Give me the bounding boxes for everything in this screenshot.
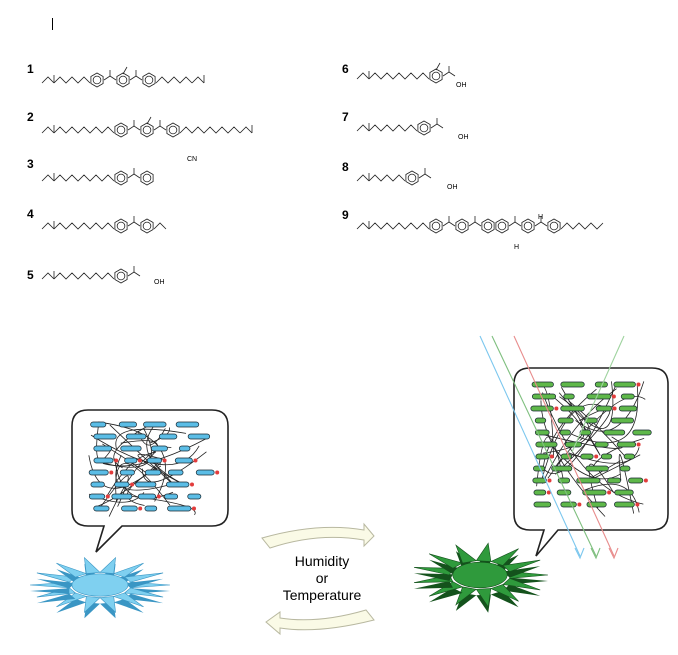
compound-number-5: 5 [27,268,34,282]
compound-number-9: 9 [342,208,349,222]
compound-number-4: 4 [27,207,34,221]
blue-network [88,421,220,517]
text-cursor [52,18,53,30]
light-rays [479,335,625,560]
compound-number-8: 8 [342,160,349,174]
group-label-h-9b: H [514,244,520,251]
arrow-forward [261,522,375,549]
blue-flower [29,556,171,619]
stimulus-label: Humidity or Temperature [252,553,392,604]
arrow-backward [265,609,375,636]
compound-number-7: 7 [342,110,349,124]
compound-number-6: 6 [342,62,349,76]
speech-bubble-green [513,367,669,557]
green-flower [413,542,549,613]
group-label-oh-6: OH [456,82,467,89]
stimulus-temperature: Temperature [282,587,362,603]
stimulus-humidity: Humidity [294,553,350,569]
group-label-cn: CN [187,156,198,163]
group-label-oh-5: OH [154,279,165,286]
compound-number-3: 3 [27,157,34,171]
compound-number-1: 1 [27,62,34,76]
group-label-h-9a: H [538,214,544,221]
molecule-structures [41,62,604,284]
group-label-oh-8: OH [447,184,458,191]
group-label-oh-7: OH [458,134,469,141]
compound-number-2: 2 [27,110,34,124]
stimulus-or: or [315,570,329,586]
